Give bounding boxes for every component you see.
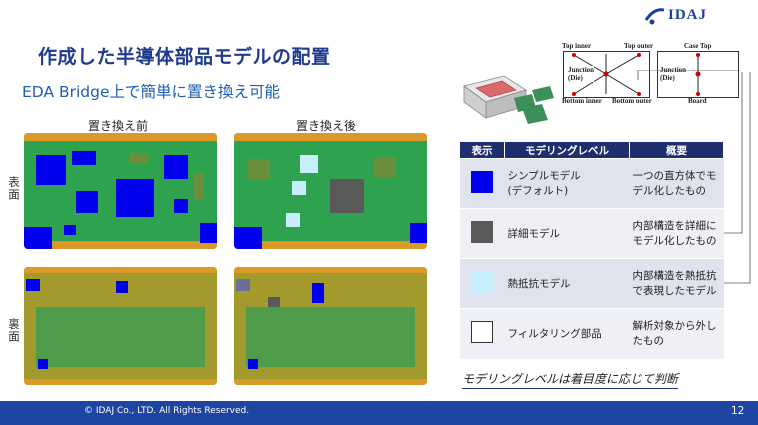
label-top-inner: Top inner — [562, 42, 592, 50]
header-display: 表示 — [459, 141, 505, 159]
label-junction: Junction (Die) — [568, 66, 595, 82]
swatch-thermal — [471, 271, 493, 293]
before-label: 置き換え前 — [88, 119, 149, 133]
label-case-top: Case Top — [684, 42, 712, 50]
top-side-label: 表面 — [7, 176, 21, 201]
page-number: 12 — [731, 405, 745, 417]
note-text: モデリングレベルは着目度に応じて判断 — [462, 370, 679, 389]
board-before-top — [24, 133, 217, 249]
copyright: © IDAJ Co., LTD. All Rights Reserved. — [84, 406, 250, 416]
table-row: シンプルモデル (デフォルト) 一つの直方体でモデル化したもの — [459, 158, 724, 209]
footer-bar — [0, 401, 758, 425]
page-subtitle: EDA Bridge上で簡単に置き換え可能 — [22, 83, 281, 101]
page-title: 作成した半導体部品モデルの配置 — [38, 46, 331, 68]
level-cell: フィルタリング部品 — [504, 308, 630, 359]
bottom-side-label: 裏面 — [7, 318, 21, 343]
after-label: 置き換え後 — [296, 119, 357, 133]
swatch-simple — [471, 171, 493, 193]
board-before-bottom — [24, 267, 217, 385]
package-3d-icon — [463, 75, 554, 124]
summary-cell: 内部構造を詳細にモデル化したもの — [629, 208, 724, 259]
level-cell: 詳細モデル — [504, 208, 630, 259]
table-header-row: 表示 モデリングレベル 概要 — [459, 141, 724, 159]
table-row: 詳細モデル 内部構造を詳細にモデル化したもの — [459, 208, 724, 259]
label-top-outer: Top outer — [624, 42, 654, 50]
board-after-bottom — [234, 267, 427, 385]
level-cell: 熱抵抗モデル — [504, 258, 630, 309]
modeling-level-table: 表示 モデリングレベル 概要 シンプルモデル (デフォルト) 一つの直方体でモデ… — [459, 141, 724, 359]
logo-mark-icon — [644, 8, 665, 25]
logo: IDAJ — [644, 4, 752, 28]
label-bottom-outer: Bottom outer — [612, 97, 652, 105]
two-resistor-icon — [695, 53, 701, 96]
swatch-detailed — [471, 221, 493, 243]
summary-cell: 一つの直方体でモデル化したもの — [629, 158, 724, 209]
summary-cell: 解析対象から外したもの — [629, 308, 724, 359]
summary-cell: 内部構造を熱抵抗で表現したモデル — [629, 258, 724, 309]
level-cell: シンプルモデル (デフォルト) — [504, 158, 630, 209]
table-row: 熱抵抗モデル 内部構造を熱抵抗で表現したモデル — [459, 258, 724, 309]
table-row: フィルタリング部品 解析対象から外したもの — [459, 308, 724, 359]
header-summary: 概要 — [629, 141, 724, 159]
logo-text: IDAJ — [668, 7, 708, 23]
header-level: モデリングレベル — [504, 141, 630, 159]
label-bottom-inner: Bottom inner — [562, 97, 602, 105]
swatch-filtered — [471, 321, 493, 344]
network-diagram-icon — [572, 53, 641, 96]
board-after-top — [234, 133, 427, 249]
connector-lines — [637, 70, 751, 284]
label-board: Board — [688, 97, 707, 105]
